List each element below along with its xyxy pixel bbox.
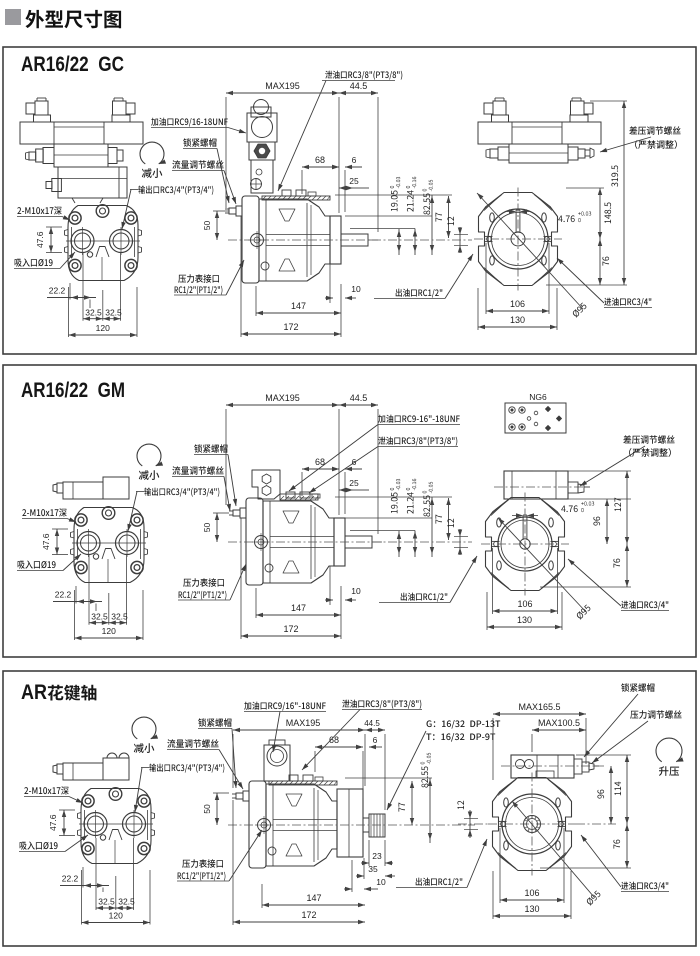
svg-text:MAX195: MAX195 <box>265 393 300 403</box>
svg-text:10: 10 <box>376 877 386 887</box>
svg-text:23: 23 <box>372 851 382 861</box>
svg-text:AR16/22 GM: AR16/22 GM <box>21 379 125 402</box>
svg-text:44.5: 44.5 <box>350 81 368 91</box>
svg-text:25: 25 <box>349 478 359 488</box>
svg-text:44.5: 44.5 <box>350 393 368 403</box>
svg-text:32.5: 32.5 <box>91 612 108 622</box>
svg-text:22.2: 22.2 <box>55 590 72 600</box>
svg-text:172: 172 <box>283 624 298 634</box>
svg-text:68: 68 <box>329 735 339 745</box>
svg-text:AR: AR <box>21 681 47 704</box>
svg-text:6: 6 <box>352 457 357 467</box>
svg-text:47.6: 47.6 <box>48 814 58 831</box>
svg-text:MAX165.5: MAX165.5 <box>518 702 560 712</box>
svg-text:22.2: 22.2 <box>62 874 79 884</box>
svg-text:NG6: NG6 <box>529 392 547 402</box>
svg-text:50: 50 <box>202 221 212 231</box>
svg-text:106: 106 <box>524 888 539 898</box>
svg-text:32.5: 32.5 <box>111 612 128 622</box>
svg-text:6: 6 <box>373 735 378 745</box>
svg-text:AR16/22 GC: AR16/22 GC <box>21 53 124 76</box>
svg-text:32.5: 32.5 <box>98 897 115 907</box>
svg-text:130: 130 <box>517 615 532 625</box>
svg-text:172: 172 <box>301 910 316 920</box>
svg-text:32.5: 32.5 <box>85 308 102 318</box>
svg-text:32.5: 32.5 <box>118 897 135 907</box>
svg-text:50: 50 <box>202 804 212 814</box>
svg-text:68: 68 <box>315 155 325 165</box>
svg-text:22.2: 22.2 <box>49 286 66 296</box>
svg-text:68: 68 <box>315 457 325 467</box>
svg-text:120: 120 <box>109 911 123 921</box>
svg-text:106: 106 <box>510 299 525 309</box>
svg-text:10: 10 <box>351 586 361 596</box>
svg-text:6: 6 <box>352 155 357 165</box>
svg-text:147: 147 <box>306 893 321 903</box>
svg-text:120: 120 <box>96 323 110 333</box>
svg-text:32.5: 32.5 <box>105 308 122 318</box>
svg-text:130: 130 <box>510 315 525 325</box>
svg-text:25: 25 <box>349 176 359 186</box>
svg-text:120: 120 <box>102 626 116 636</box>
svg-text:50: 50 <box>202 523 212 533</box>
svg-text:172: 172 <box>283 322 298 332</box>
svg-text:35: 35 <box>368 864 378 874</box>
svg-text:47.6: 47.6 <box>35 231 45 248</box>
svg-text:MAX100.5: MAX100.5 <box>538 718 580 728</box>
svg-text:MAX195: MAX195 <box>286 718 321 728</box>
svg-text:147: 147 <box>291 301 306 311</box>
svg-text:147: 147 <box>291 603 306 613</box>
svg-text:130: 130 <box>524 904 539 914</box>
svg-text:MAX195: MAX195 <box>265 81 300 91</box>
svg-text:10: 10 <box>351 284 361 294</box>
svg-text:44.5: 44.5 <box>364 719 380 728</box>
svg-text:106: 106 <box>517 599 532 609</box>
svg-text:47.6: 47.6 <box>41 533 51 550</box>
